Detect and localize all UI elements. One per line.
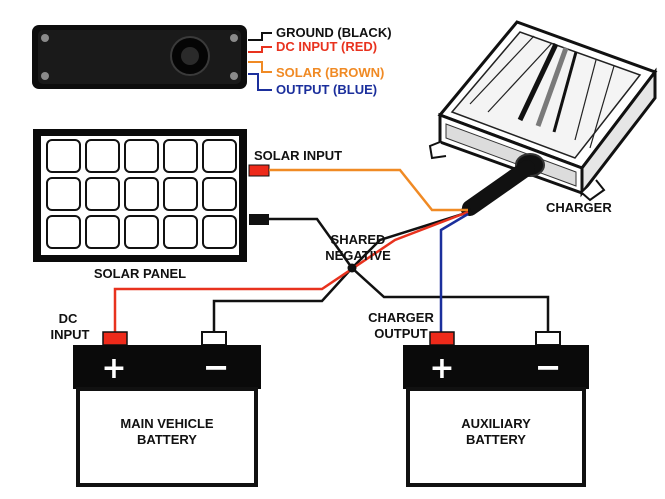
charger-cable-bundle bbox=[459, 160, 535, 217]
battery-aux-name-line2: BATTERY bbox=[466, 432, 526, 447]
battery-main-name-line1: MAIN VEHICLE bbox=[120, 416, 214, 431]
battery-main-plus-symbol: + bbox=[101, 351, 126, 386]
battery-aux-body bbox=[406, 387, 586, 487]
battery-main-top bbox=[73, 345, 261, 389]
solar-cell bbox=[163, 139, 198, 173]
connector-screw bbox=[41, 34, 49, 42]
connector-screw bbox=[41, 72, 49, 80]
solar-cell bbox=[124, 177, 159, 211]
connector-face bbox=[38, 30, 241, 84]
dc-input-label-line1: DC bbox=[59, 311, 78, 326]
pin-line-ground bbox=[248, 32, 272, 41]
solar-cells bbox=[46, 139, 237, 249]
pin-line-solar bbox=[248, 61, 272, 73]
shared-negative-label-line2: NÈGATIVE bbox=[325, 248, 391, 263]
solar-cell bbox=[46, 139, 81, 173]
battery-main-negative-terminal bbox=[201, 331, 227, 346]
panel-negative-terminal bbox=[249, 214, 269, 225]
battery-aux-positive-terminal bbox=[429, 331, 455, 346]
battery-aux-name-line1: AUXILIARY bbox=[461, 416, 531, 431]
solar-cell bbox=[202, 177, 237, 211]
connector-screw bbox=[230, 34, 238, 42]
wires bbox=[113, 168, 550, 333]
connector-socket-core bbox=[181, 47, 199, 65]
solar-cell bbox=[124, 215, 159, 249]
battery-aux-minus-symbol: − bbox=[535, 348, 562, 386]
solar-panel-label: SOLAR PANEL bbox=[94, 266, 186, 281]
wire-solar-input bbox=[269, 168, 468, 212]
battery-main-body bbox=[76, 387, 258, 487]
charger-side-face bbox=[580, 67, 657, 198]
solar-input-label: SOLAR INPUT bbox=[254, 148, 342, 163]
connector-screw bbox=[230, 72, 238, 80]
solar-cell bbox=[85, 177, 120, 211]
solar-cell bbox=[85, 215, 120, 249]
solar-cell bbox=[46, 215, 81, 249]
solar-cell bbox=[46, 177, 81, 211]
shared-negative-label-line1: SHARED bbox=[331, 232, 386, 247]
solar-cell bbox=[202, 139, 237, 173]
battery-aux-top bbox=[403, 345, 589, 389]
solar-cell bbox=[202, 215, 237, 249]
panel-positive-terminal bbox=[248, 164, 270, 177]
battery-aux-plus-symbol: + bbox=[429, 351, 454, 386]
battery-aux-negative-terminal bbox=[535, 331, 561, 346]
battery-main-name-line2: BATTERY bbox=[137, 432, 197, 447]
charger-output-label-line2: OUTPUT bbox=[374, 326, 428, 341]
wire-shared-negative bbox=[269, 217, 550, 332]
connector-module bbox=[32, 25, 247, 89]
battery-auxiliary: + − AUXILIARY BATTERY bbox=[403, 331, 589, 487]
connector-pin-lines bbox=[248, 32, 272, 91]
wire-main-negative bbox=[212, 211, 467, 332]
solar-cell bbox=[124, 139, 159, 173]
charger-label: CHARGER bbox=[546, 200, 612, 215]
charger-device bbox=[428, 20, 658, 202]
charger-top-panel bbox=[450, 31, 642, 159]
battery-main-positive-terminal bbox=[102, 331, 128, 346]
pin-line-output bbox=[248, 73, 272, 91]
solar-cell bbox=[163, 215, 198, 249]
dc-input-label-line2: INPUT bbox=[51, 327, 90, 342]
wire-charger-output bbox=[439, 212, 469, 333]
battery-main: + − MAIN VEHICLE BATTERY bbox=[73, 331, 261, 487]
pin-label-dc-input: DC INPUT (RED) bbox=[276, 39, 377, 54]
pin-label-ground: GROUND (BLACK) bbox=[276, 25, 392, 40]
solar-panel bbox=[33, 129, 247, 262]
pin-line-dc-input bbox=[248, 46, 272, 53]
solar-cell bbox=[85, 139, 120, 173]
battery-main-minus-symbol: − bbox=[203, 348, 230, 386]
shared-negative-junction bbox=[347, 263, 357, 273]
wire-dc-input bbox=[113, 210, 469, 333]
solar-cell bbox=[163, 177, 198, 211]
pin-label-solar: SOLAR (BROWN) bbox=[276, 65, 384, 80]
charger-output-label-line1: CHARGER bbox=[368, 310, 434, 325]
pin-label-output: OUTPUT (BLUE) bbox=[276, 82, 377, 97]
